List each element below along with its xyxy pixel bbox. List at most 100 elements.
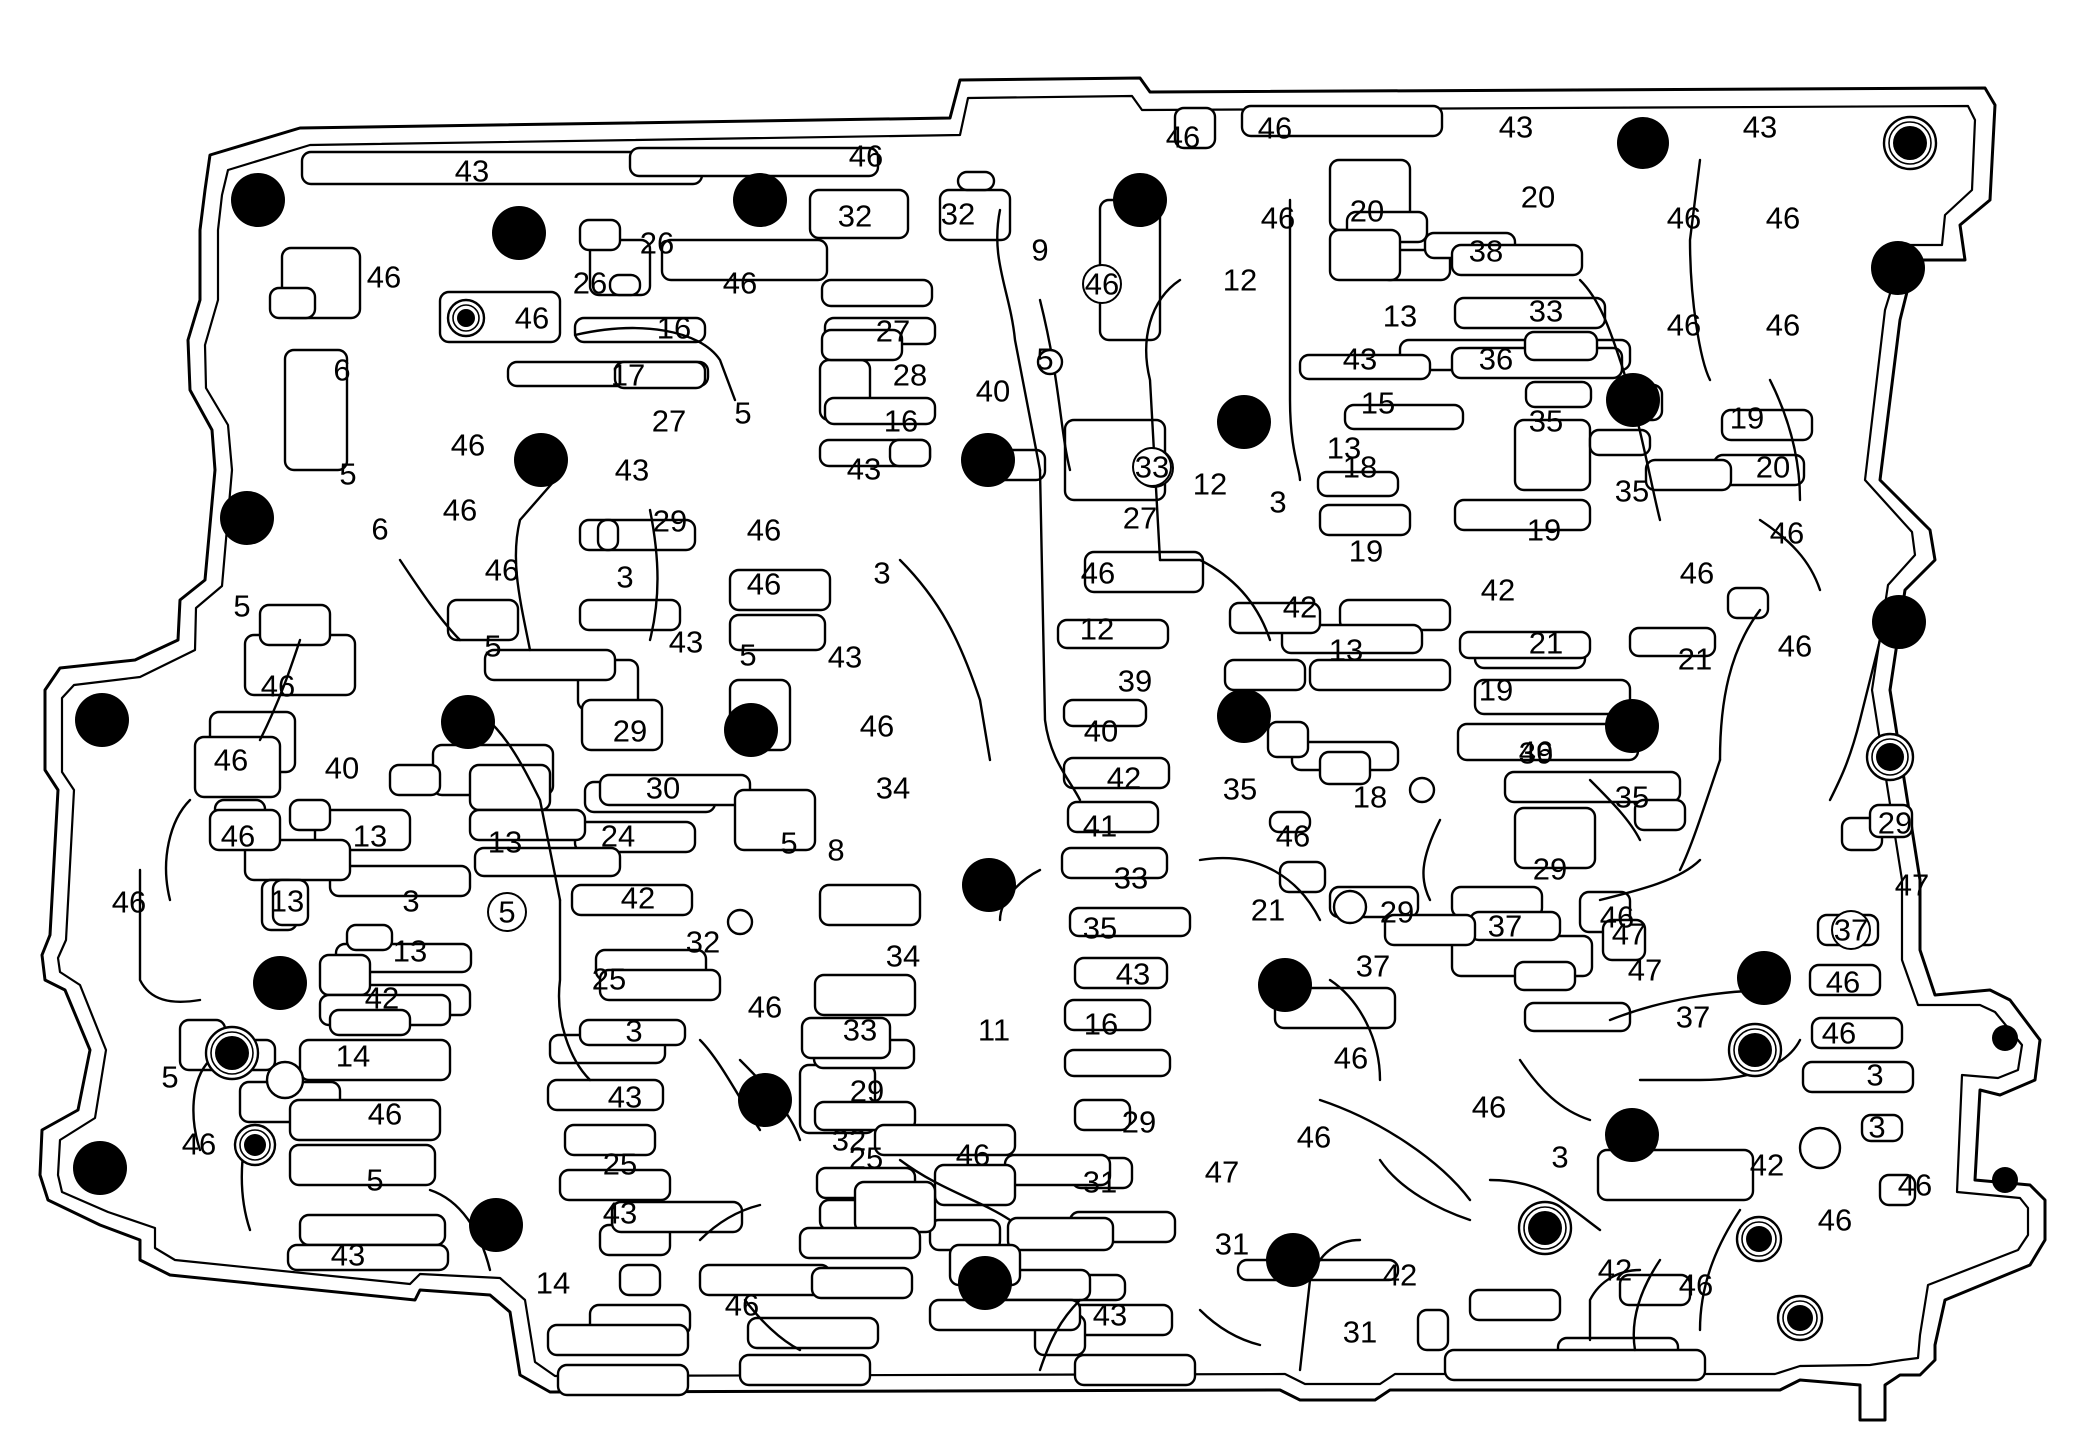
channel-14 — [898, 1158, 1012, 1222]
passage-label: 46 — [1766, 308, 1800, 343]
passage-13 — [573, 316, 707, 344]
passage-label: 16 — [884, 404, 918, 439]
bolt-hole-3 — [733, 173, 787, 227]
ringed-bolt-core-5 — [1738, 1033, 1772, 1067]
bolt-hole-24 — [73, 1141, 127, 1195]
passage-label: 42 — [365, 981, 399, 1016]
passage-118 — [813, 973, 917, 1017]
passage-label: 19 — [1527, 513, 1561, 548]
passage-137 — [738, 1353, 872, 1387]
passage-label: 42 — [1107, 761, 1141, 796]
passage-99 — [1878, 1173, 1917, 1207]
passage-label: 14 — [536, 1266, 570, 1301]
passage-184 — [288, 1098, 442, 1142]
passage-label: 12 — [1193, 467, 1227, 502]
passage-label: 46 — [1600, 900, 1634, 935]
channel-22 — [1598, 858, 1702, 902]
channel-37 — [743, 1298, 802, 1352]
passage-label: 13 — [393, 934, 427, 969]
passage-52 — [1503, 770, 1682, 804]
passage-label: 43 — [608, 1080, 642, 1115]
passage-28 — [1240, 104, 1444, 138]
channel-33 — [1698, 1208, 1742, 1332]
passage-59 — [1644, 458, 1733, 492]
passage-label: 47 — [1205, 1155, 1239, 1190]
passage-label: 35 — [1529, 404, 1563, 439]
passage-11 — [578, 218, 622, 252]
passage-112 — [1006, 1216, 1115, 1252]
passage-label: 9 — [1031, 233, 1048, 268]
channel-35 — [1588, 1268, 1642, 1342]
passage-91 — [1523, 1001, 1632, 1033]
channel-11 — [557, 898, 592, 1082]
passage-label: 16 — [1084, 1007, 1118, 1042]
passage-40 — [1316, 470, 1400, 498]
passage-label: 13 — [488, 825, 522, 860]
passage-label: 32 — [686, 925, 720, 960]
passage-12 — [660, 238, 829, 282]
passage-136 — [928, 1298, 1082, 1332]
passage-label: 5 — [734, 396, 751, 431]
passage-5 — [956, 170, 996, 192]
passage-label: 46 — [956, 1138, 990, 1173]
channel-44 — [258, 638, 302, 742]
passage-48 — [1318, 503, 1412, 537]
orifice-1 — [1332, 889, 1368, 925]
passage-label: 33 — [1529, 294, 1563, 329]
passage-57 — [1628, 626, 1717, 658]
passage-148 — [578, 1018, 687, 1047]
circled-label-ring-l58 — [1132, 447, 1172, 487]
bolt-hole-6 — [1871, 241, 1925, 295]
passage-label: 33 — [1114, 861, 1148, 896]
passage-label: 20 — [1350, 194, 1384, 229]
tab-bolt-hole-lower-right — [1992, 1167, 2018, 1193]
passage-100 — [1868, 803, 1914, 839]
passage-126 — [563, 1123, 657, 1157]
channel-43 — [138, 868, 202, 1003]
bolt-hole-14 — [724, 703, 778, 757]
passage-61 — [1458, 630, 1592, 660]
passage-173 — [258, 603, 332, 647]
passage-label: 43 — [1343, 342, 1377, 377]
passage-186 — [298, 1213, 447, 1247]
passage-label: 40 — [325, 751, 359, 786]
passage-label: 37 — [1488, 909, 1522, 944]
passage-label: 32 — [941, 197, 975, 232]
passage-label: 46 — [1472, 1090, 1506, 1125]
passage-label: 42 — [621, 881, 655, 916]
passage-label: 46 — [1667, 308, 1701, 343]
passage-label: 42 — [1283, 590, 1317, 625]
passage-label: 43 — [1499, 110, 1533, 145]
bolt-hole-9 — [1217, 395, 1271, 449]
passage-label: 30 — [646, 771, 680, 806]
passage-label: 46 — [485, 553, 519, 588]
bolt-hole-20 — [1258, 958, 1312, 1012]
passage-label: 46 — [112, 885, 146, 920]
channel-8 — [898, 558, 992, 762]
passage-label: 43 — [828, 640, 862, 675]
passage-label: 27 — [1123, 501, 1157, 536]
bolt-hole-7 — [514, 433, 568, 487]
bolt-hole-5 — [1617, 117, 1669, 169]
ringed-bolt-rim-2 — [1888, 121, 1932, 165]
passage-label: 3 — [616, 560, 633, 595]
bolt-hole-2 — [492, 206, 546, 260]
passage-15 — [608, 273, 642, 297]
passage-label: 35 — [1083, 911, 1117, 946]
passage-43 — [1513, 418, 1592, 492]
channel-18 — [1318, 1098, 1472, 1202]
passage-119 — [818, 883, 922, 927]
passage-74 — [1068, 906, 1192, 938]
ringed-bolt-rim-3 — [1871, 738, 1909, 776]
passage-140 — [798, 1226, 922, 1260]
passage-77 — [1063, 1048, 1172, 1078]
channel-42 — [164, 798, 192, 902]
passage-label: 46 — [261, 669, 295, 704]
ringed-bolt-core-8 — [1787, 1305, 1813, 1331]
passage-label: 3 — [625, 1014, 642, 1049]
ringed-bolt-core-6 — [1528, 1211, 1562, 1245]
passage-88 — [1278, 860, 1327, 894]
passage-label: 38 — [1469, 234, 1503, 269]
passage-label: 18 — [1353, 780, 1387, 815]
